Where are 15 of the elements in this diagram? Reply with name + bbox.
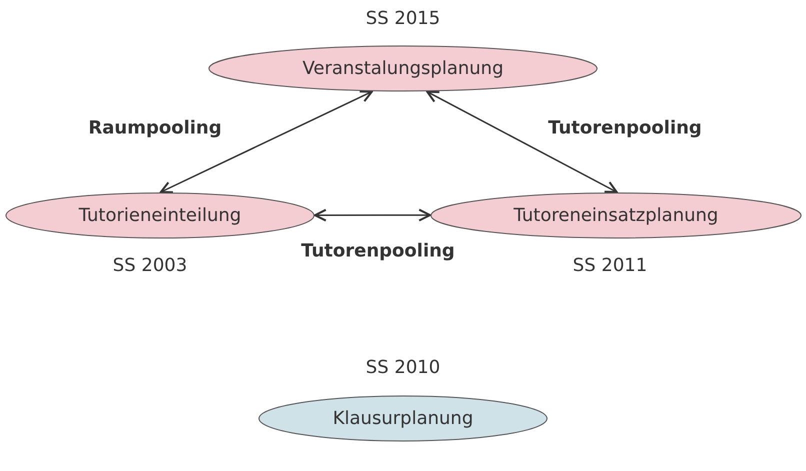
arrow	[314, 208, 432, 222]
ellipse-node	[5, 192, 315, 239]
node-label: Veranstalungsplanung	[302, 58, 504, 79]
node-label: Tutoreneinsatzplanung	[514, 205, 718, 226]
ellipse-node	[430, 192, 802, 239]
node-label: Klausurplanung	[332, 408, 474, 429]
ellipse-node	[208, 45, 598, 92]
year-label: SS 2015	[366, 8, 440, 29]
arrow	[426, 90, 618, 194]
arrow	[160, 90, 373, 194]
ellipse-node	[258, 395, 548, 442]
year-label: SS 2010	[366, 357, 440, 378]
node-label: Tutorieneinteilung	[78, 205, 242, 226]
year-label: SS 2011	[572, 255, 648, 276]
year-label: SS 2003	[112, 255, 188, 276]
